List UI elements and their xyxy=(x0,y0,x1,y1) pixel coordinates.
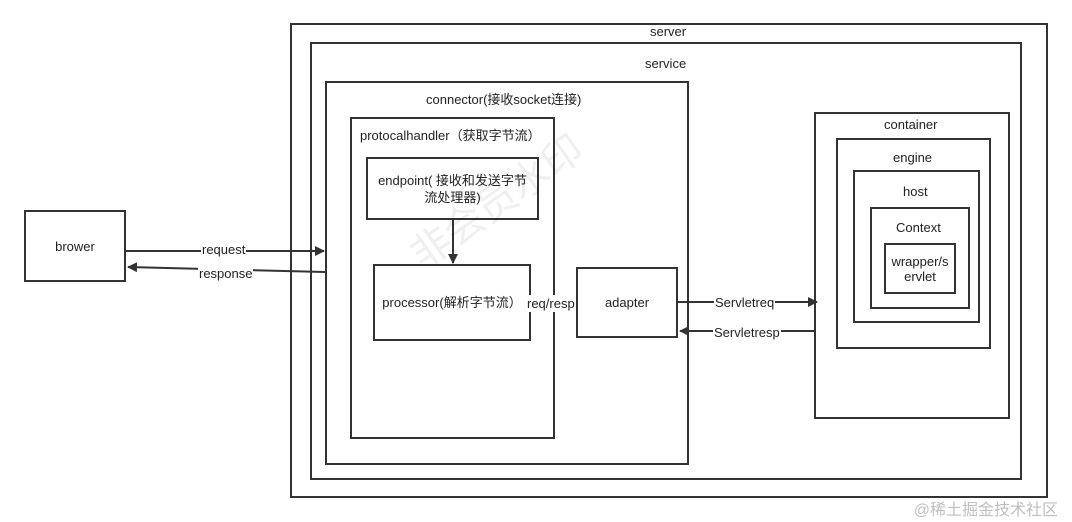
servletreq-label: Servletreq xyxy=(714,294,776,311)
browser-box: brower xyxy=(24,210,126,282)
wrapper-label: wrapper/servlet xyxy=(891,253,949,284)
request-label: request xyxy=(201,241,247,258)
adapter-box: adapter xyxy=(576,267,678,338)
servletresp-label: Servletresp xyxy=(713,324,781,341)
wrapper-box: wrapper/servlet xyxy=(884,243,956,294)
connector-label: connector(接收socket连接) xyxy=(426,92,582,107)
req-resp-label: req/resp xyxy=(526,295,576,312)
engine-label: engine xyxy=(893,150,933,165)
host-label: host xyxy=(903,184,928,199)
container-label: container xyxy=(884,117,938,132)
service-label: service xyxy=(645,56,687,71)
context-label: Context xyxy=(896,220,941,235)
endpoint-label: endpoint( 接收和发送字节流处理器) xyxy=(378,172,527,205)
protocolhandler-label: protocalhandler（获取字节流） xyxy=(360,128,541,143)
processor-box: processor(解析字节流） xyxy=(373,264,531,341)
adapter-label: adapter xyxy=(604,295,650,310)
server-label: server xyxy=(650,24,687,39)
endpoint-box: endpoint( 接收和发送字节流处理器) xyxy=(366,157,539,220)
processor-label: processor(解析字节流） xyxy=(382,295,522,310)
browser-label: brower xyxy=(55,238,95,254)
juejin-watermark: @稀土掘金技术社区 xyxy=(913,502,1058,519)
response-label: response xyxy=(198,265,254,282)
